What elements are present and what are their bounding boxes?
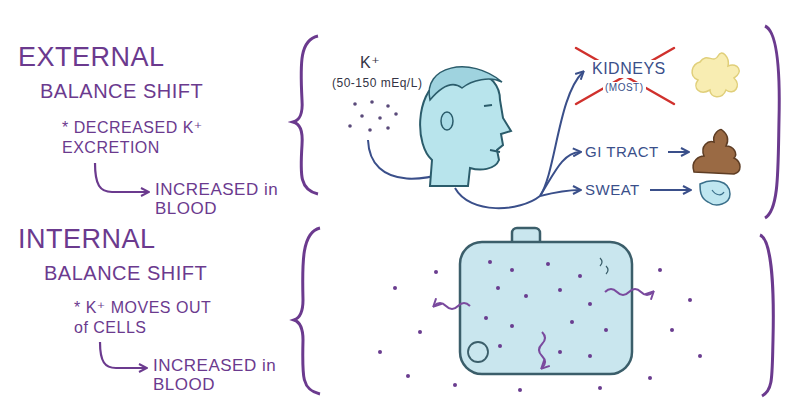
section-subheading: BALANCE SHIFT xyxy=(44,262,207,285)
ion-label: K⁺ xyxy=(360,54,380,72)
organ-note: (MOST) xyxy=(603,82,646,94)
urine-splash xyxy=(692,53,739,97)
organ-label: GI TRACT xyxy=(585,143,659,160)
section-subheading: BALANCE SHIFT xyxy=(40,80,203,103)
hook-arrow xyxy=(95,163,148,192)
bracket xyxy=(294,228,320,394)
organ-label: SWEAT xyxy=(585,181,640,198)
note: * DECREASED K⁺ EXCRETION xyxy=(62,118,217,158)
concentration-label: (50-150 mEq/L) xyxy=(332,76,422,90)
ion-dots xyxy=(348,100,398,132)
pointer-arrow xyxy=(650,189,690,191)
result-note: INCREASED in BLOOD xyxy=(153,356,278,394)
bracket xyxy=(760,235,773,396)
excretion-arrow xyxy=(540,72,583,196)
section-heading: INTERNAL xyxy=(18,224,156,255)
result-note: INCREASED in BLOOD xyxy=(155,180,280,218)
excretion-arrow xyxy=(455,188,540,208)
note: * K⁺ MOVES OUT of CELLS xyxy=(74,298,214,338)
bracket xyxy=(293,36,318,194)
sweat-drop xyxy=(700,181,730,205)
pointer-arrow xyxy=(668,151,688,153)
excretion-arrow xyxy=(540,190,580,196)
stool-icon xyxy=(693,130,740,174)
person-head xyxy=(420,67,511,186)
cell xyxy=(460,228,632,374)
hook-arrow xyxy=(100,342,146,368)
excretion-arrow xyxy=(540,152,580,196)
bracket xyxy=(765,26,779,218)
cross-out xyxy=(576,48,674,104)
organ-label: KIDNEYS xyxy=(590,60,668,78)
ion-dots xyxy=(378,260,702,392)
section-heading: EXTERNAL xyxy=(18,42,165,73)
efflux-arrows xyxy=(434,289,653,368)
